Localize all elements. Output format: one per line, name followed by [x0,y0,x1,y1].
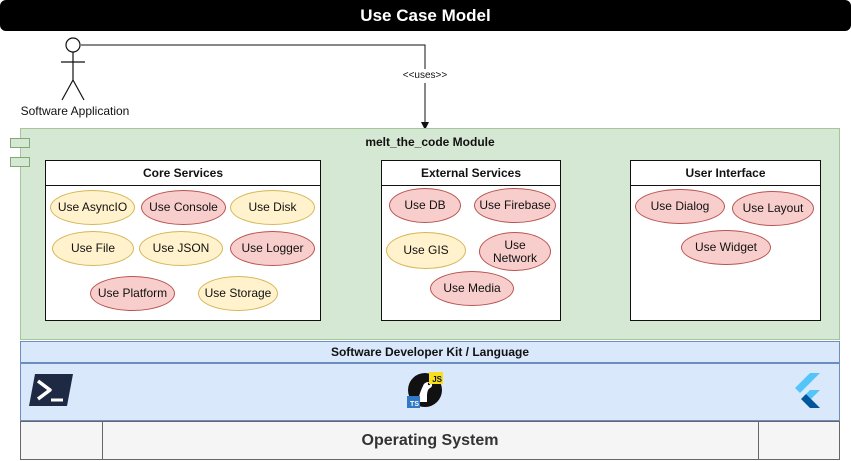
diagram-title: Use Case Model [0,0,851,31]
use-case-logger[interactable]: Use Logger [230,231,315,266]
uses-label: <<uses>> [394,69,456,83]
sdk-bar: Software Developer Kit / Language [20,341,840,363]
use-case-network[interactable]: Use Network [479,232,551,271]
js-badge: JS [429,372,443,384]
os-label: Operating System [361,431,499,449]
use-case-disk[interactable]: Use Disk [230,190,315,225]
use-case-file[interactable]: Use File [52,231,134,266]
use-case-asyncio[interactable]: Use AsyncIO [50,190,135,225]
uses-connector [81,44,429,130]
use-case-layout[interactable]: Use Layout [732,191,814,226]
package-title: Core Services [46,161,320,186]
module-tab-icon [10,138,30,148]
ts-badge: TS [407,396,420,408]
use-case-platform[interactable]: Use Platform [90,276,175,311]
use-case-storage[interactable]: Use Storage [198,276,278,311]
package-title: User Interface [631,161,820,186]
actor-label: Software Application [20,104,130,118]
use-case-gis[interactable]: Use GIS [386,232,466,269]
use-case-firebase[interactable]: Use Firebase [474,188,556,223]
use-case-dialog[interactable]: Use Dialog [635,189,725,224]
use-case-widget[interactable]: Use Widget [681,230,771,265]
use-case-media[interactable]: Use Media [430,271,514,306]
use-case-json[interactable]: Use JSON [139,231,223,266]
package-title: External Services [382,161,560,186]
use-case-db[interactable]: Use DB [389,188,461,223]
module-title: melt_the_code Module [365,135,495,149]
flutter-icon [795,373,820,408]
use-case-console[interactable]: Use Console [141,190,226,225]
javascript-typescript-icon: JS TS [405,370,445,410]
os-cell-left [21,422,103,459]
module-tab-icon [10,157,30,167]
os-bar [20,421,840,460]
powershell-icon [29,374,73,406]
actor-icon [61,37,85,101]
os-divider [758,422,759,459]
